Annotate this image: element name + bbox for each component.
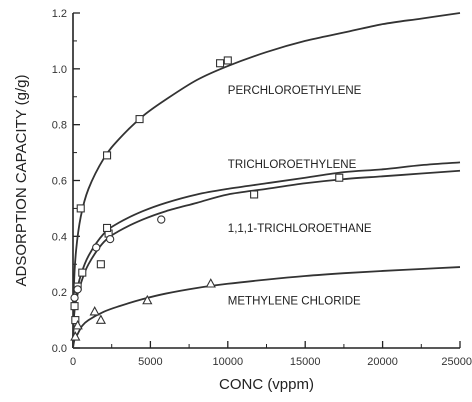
point-perchloroethylene	[103, 151, 112, 160]
point-1-1-1-trichloroethane	[73, 285, 82, 294]
y-tick-label: 0.8	[52, 120, 67, 132]
x-tick-label: 15000	[290, 356, 321, 368]
point-1-1-1-trichloroethane	[70, 293, 79, 302]
y-tick-label: 1.2	[52, 8, 67, 20]
axes-layer: 0.0 0.2 0.4 0.6 0.8 1.0 1.2 0 5000 10000 15000 2000…	[52, 8, 472, 368]
point-1-1-1-trichloroethane	[92, 243, 101, 252]
y-tick-label: 0.4	[52, 231, 67, 243]
point-trichloroethylene	[103, 223, 112, 233]
point-trichloroethylene	[70, 302, 79, 311]
point-methylene-chloride	[72, 320, 83, 330]
y-axis-label: ADSORPTION CAPACITY (g/g)	[13, 75, 30, 287]
curve-trichloroethylene	[72, 161, 461, 349]
y-tick-label: 0.0	[52, 343, 67, 355]
point-methylene-chloride	[70, 331, 81, 341]
point-methylene-chloride	[95, 314, 106, 324]
labels-layer: PERCHLOROETHYLENE TRICHLOROETHYLENE 1,1,1-…	[228, 85, 372, 308]
point-methylene-chloride	[205, 278, 216, 288]
y-tick-label: 0.6	[52, 176, 67, 188]
point-perchloroethylene	[76, 204, 85, 213]
markers-layer	[70, 56, 344, 341]
point-1-1-1-trichloroethane	[106, 234, 115, 244]
point-perchloroethylene	[216, 59, 225, 68]
point-trichloroethylene	[96, 260, 105, 269]
y-tick-label: 0.2	[52, 287, 67, 299]
point-trichloroethylene	[250, 190, 259, 199]
point-trichloroethylene	[78, 268, 87, 277]
x-tick-label: 0	[70, 356, 76, 368]
x-tick-label: 10000	[213, 356, 244, 368]
x-tick-label: 20000	[367, 356, 398, 368]
curve-1-1-1-trichloroethane	[72, 169, 461, 349]
point-methylene-chloride	[142, 294, 153, 305]
y-tick-label: 1.0	[52, 64, 67, 76]
point-perchloroethylene	[71, 316, 80, 325]
label-methylene-chloride: METHYLENE CHLORIDE	[228, 296, 361, 308]
label-perchloroethylene: PERCHLOROETHYLENE	[228, 85, 362, 97]
curve-perchloroethylene	[72, 12, 461, 349]
label-trichloroethylene: TRICHLOROETHYLENE	[228, 159, 357, 171]
x-axis-label: CONC (vppm)	[219, 376, 314, 393]
x-tick-label: 5000	[138, 356, 162, 368]
point-trichloroethylene	[335, 173, 344, 182]
point-perchloroethylene	[223, 56, 232, 65]
point-1-1-1-trichloroethane	[157, 215, 166, 224]
label-1-1-1-trichloroethane: 1,1,1-TRICHLOROETHANE	[228, 223, 372, 235]
x-tick-label: 25000	[441, 356, 472, 368]
point-methylene-chloride	[89, 306, 100, 316]
point-perchloroethylene	[135, 115, 144, 124]
